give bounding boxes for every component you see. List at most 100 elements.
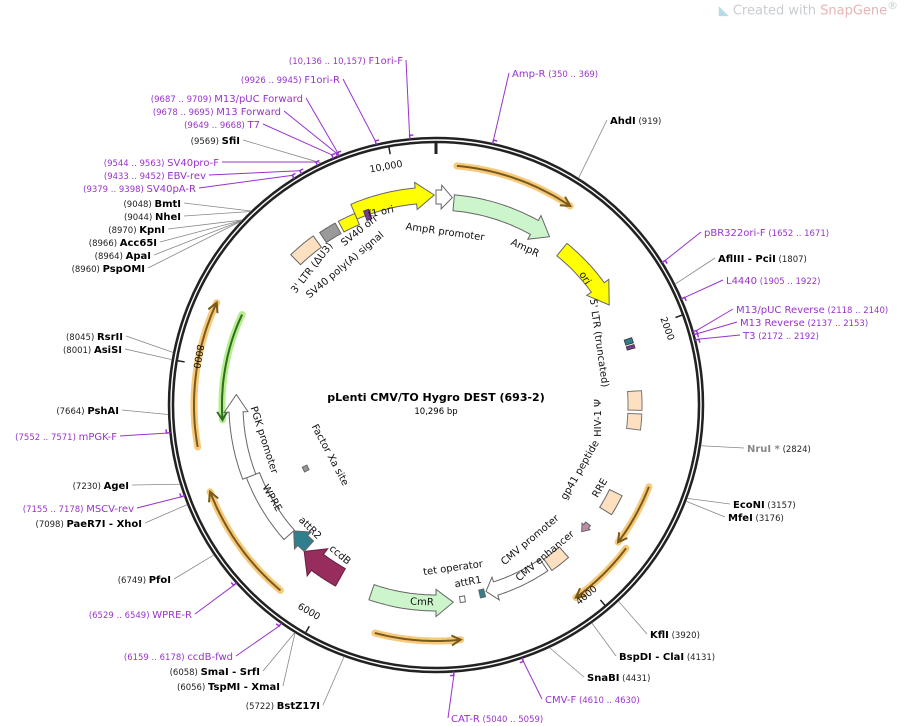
restriction-site[interactable]: (9044) NheI	[124, 212, 181, 223]
feature-label: AmpR	[509, 237, 541, 260]
site-name: PspOMI	[103, 264, 145, 275]
site-leader-line	[282, 632, 296, 687]
primer-site[interactable]: (6159 .. 6178) ccdB-fwd	[124, 652, 233, 663]
restriction-site[interactable]: (6058) SmaI - SrfI	[170, 667, 260, 678]
restriction-site[interactable]: (6749) PfoI	[118, 575, 171, 586]
primer-site[interactable]: (9926 .. 9945) F1ori-R	[241, 75, 340, 86]
primer-site[interactable]: CAT-R (5040 .. 5059)	[451, 714, 543, 725]
primer-range: (7552 .. 7571)	[15, 433, 76, 443]
restriction-site[interactable]: (7664) PshAI	[56, 406, 119, 417]
feature-label: CmR	[410, 597, 434, 609]
restriction-site[interactable]: (7098) PaeR7I - XhoI	[35, 519, 142, 530]
restriction-site[interactable]: AhdI (919)	[610, 116, 661, 127]
feature-cmv-promoter[interactable]	[485, 558, 549, 602]
restriction-site[interactable]: (8964) ApaI	[95, 251, 151, 262]
orf-glow	[190, 299, 221, 451]
primer-range-value: 1905 .. 1922	[763, 277, 817, 287]
feature-attr2[interactable]	[293, 530, 315, 553]
restriction-site[interactable]: (5722) BstZ17I	[246, 701, 320, 712]
restriction-site[interactable]: (9048) BmtI	[123, 199, 181, 210]
restriction-site[interactable]: (8960) PspOMI	[72, 264, 145, 275]
restriction-site[interactable]: MfeI (3176)	[728, 513, 784, 524]
restriction-site[interactable]: EcoNI (3157)	[733, 500, 796, 511]
restriction-site[interactable]: (7230) AgeI	[73, 481, 129, 492]
primer-site[interactable]: (9379 .. 9398) SV40pA-R	[83, 184, 196, 195]
orf-arrowhead-icon	[207, 300, 219, 314]
feature-pgk-promoter[interactable]	[223, 393, 257, 480]
restriction-site[interactable]: KflI (3920)	[650, 630, 700, 641]
restriction-site[interactable]: (8966) Acc65I	[89, 238, 157, 249]
feature-ampr[interactable]	[452, 194, 551, 240]
feature-factor-xa-site[interactable]	[301, 464, 310, 473]
feature-gp41-peptide[interactable]	[581, 521, 592, 533]
primer-site[interactable]: (7155 .. 7178) MSCV-rev	[23, 504, 134, 515]
feature-attr1[interactable]	[478, 588, 487, 599]
restriction-site[interactable]: NruI * (2824)	[747, 444, 811, 455]
site-position-value: 8964	[98, 252, 120, 262]
site-name: AgeI	[104, 481, 129, 492]
primer-name: F1ori-F	[369, 56, 404, 67]
site-name: TspMI - XmaI	[208, 682, 280, 693]
feature-sv40-ori[interactable]	[337, 212, 361, 233]
primer-site[interactable]: T3 (2172 .. 2192)	[742, 331, 819, 342]
orf-layer	[190, 162, 653, 647]
feature-hiv-1[interactable]	[626, 412, 643, 431]
primer-site[interactable]: (9678 .. 9695) M13 Forward	[153, 107, 281, 118]
site-name: AsiSI	[94, 345, 122, 356]
site-position: (5722)	[246, 702, 274, 712]
feature-tet-operator[interactable]	[458, 595, 466, 603]
primer-range-value: 2118 .. 2140	[831, 306, 885, 316]
primer-site[interactable]: (9433 .. 9452) EBV-rev	[104, 171, 206, 182]
orf-arrow	[617, 486, 650, 543]
feature-wpre[interactable]	[245, 472, 296, 541]
primer-site[interactable]: (6529 .. 6549) WPRE-R	[89, 610, 192, 621]
feature-label: AmpR promoter	[405, 222, 486, 244]
snapgene-watermark: ◣ Created with SnapGene®	[718, 0, 898, 19]
feature-f1-ori[interactable]	[350, 181, 436, 220]
tick-mark	[305, 625, 310, 633]
primer-site[interactable]: (10,136 .. 10,157) F1ori-F	[289, 56, 403, 67]
restriction-site[interactable]: (8970) KpnI	[108, 225, 165, 236]
restriction-site[interactable]: SnaBI (4431)	[587, 673, 650, 684]
primer-marker-icon	[336, 150, 342, 157]
restriction-site[interactable]: (6056) TspMI - XmaI	[177, 682, 280, 693]
primer-range: (9687 .. 9709)	[151, 95, 212, 105]
primer-site[interactable]: (9649 .. 9668) T7	[184, 120, 260, 131]
feature-3-ltr-u3[interactable]	[290, 235, 323, 266]
primer-name: M13/pUC Forward	[214, 94, 303, 105]
restriction-site[interactable]: AflIII - PciI (1807)	[718, 254, 807, 265]
primer-site[interactable]: (9544 .. 9563) SV40pro-F	[104, 158, 220, 169]
feature-ori[interactable]	[556, 242, 610, 306]
primer-leader-line	[698, 334, 741, 340]
restriction-site[interactable]: (9569) SfiI	[191, 136, 240, 147]
feature-rre[interactable]	[599, 488, 623, 516]
primer-site[interactable]: Amp-R (350 .. 369)	[512, 69, 598, 80]
site-leader-line	[183, 211, 251, 217]
feature-5-ltr-truncated[interactable]	[623, 337, 634, 346]
primer-site[interactable]: (7552 .. 7571) mPGK-F	[15, 432, 117, 443]
feature-cmv-enhancer[interactable]	[543, 546, 570, 572]
primer-site[interactable]: pBR322ori-F (1652 .. 1671)	[704, 228, 829, 239]
restriction-site[interactable]: (8045) RsrII	[66, 332, 123, 343]
primer-site[interactable]: M13/pUC Reverse (2118 .. 2140)	[736, 305, 888, 316]
feature-ccdb[interactable]	[303, 548, 346, 587]
feature-5-ltr-truncated-part[interactable]	[625, 343, 636, 351]
feature-label: HIV-1 Ψ	[593, 399, 604, 437]
feature-hiv-1[interactable]	[626, 390, 643, 411]
feature-ampr-promoter[interactable]	[435, 183, 453, 211]
primer-name: pBR322ori-F	[704, 228, 766, 239]
restriction-site[interactable]: (8001) AsiSI	[63, 345, 122, 356]
site-leader-line	[242, 139, 322, 164]
primer-range: (9379 .. 9398)	[83, 185, 144, 195]
site-leader-line	[687, 497, 731, 505]
site-leader-line	[674, 257, 716, 285]
tick-label: 8000	[190, 344, 205, 370]
primer-site[interactable]: (9687 .. 9709) M13/pUC Forward	[151, 94, 303, 105]
feature-cmr[interactable]	[368, 583, 455, 618]
primer-leader-line	[235, 625, 280, 657]
primer-site[interactable]: CMV-F (4610 .. 4630)	[545, 695, 640, 706]
feature-sv40-poly-a-signal[interactable]	[319, 222, 342, 244]
restriction-site[interactable]: BspDI - ClaI (4131)	[619, 652, 715, 663]
primer-site[interactable]: M13 Reverse (2137 .. 2153)	[740, 318, 868, 329]
primer-site[interactable]: L4440 (1905 .. 1922)	[726, 276, 820, 287]
